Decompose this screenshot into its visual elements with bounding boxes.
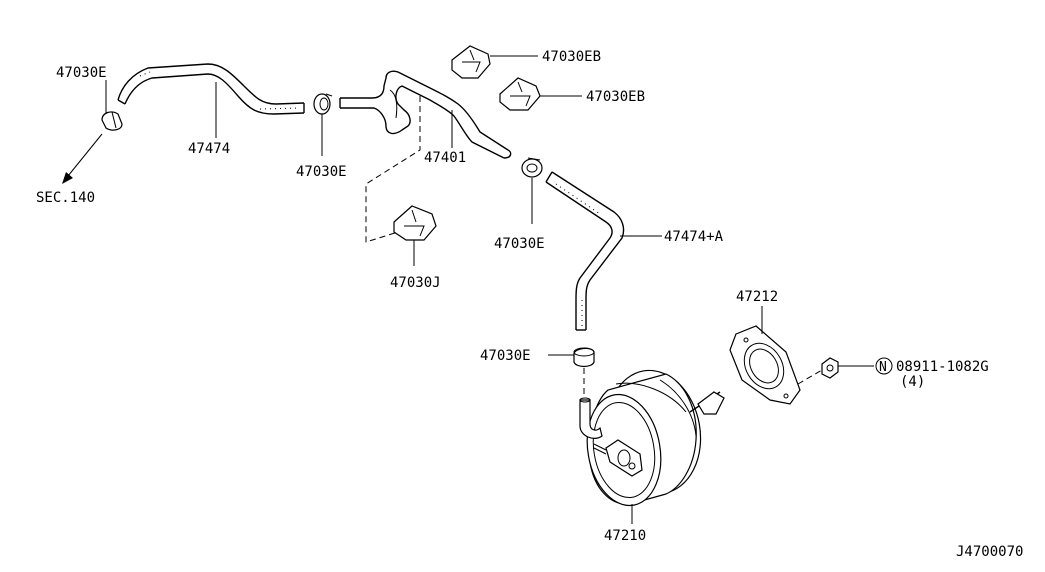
brake-booster [579,369,725,507]
label-hose-lower: 47474+A [664,229,724,245]
hose-47474 [117,63,305,115]
label-clip-eb-second: 47030EB [586,89,645,105]
label-gasket: 47212 [736,289,778,305]
clip-j [393,205,437,241]
label-clip-j: 47030J [390,275,441,291]
nut-symbol: N [879,360,887,375]
label-clamp-mid: 47030E [296,164,347,180]
clamp-mid [313,93,333,115]
label-clamp-right: 47030E [494,236,545,252]
sec-arrow [62,133,103,184]
label-clamp-left: 47030E [56,65,107,81]
label-hose-upper: 47474 [188,141,230,157]
hose-47474a [545,171,625,331]
dashed-tube-to-clip-j [365,96,421,243]
label-nut-qty: (4) [900,374,925,390]
clip-eb-second [499,77,541,111]
label-tube: 47401 [424,150,466,166]
clamp-right [521,157,543,178]
clip-eb-top [451,45,491,79]
label-nut-part: 08911-1082G [896,359,989,375]
label-clip-eb-top: 47030EB [542,49,601,65]
diagram-code: J4700070 [956,544,1023,560]
nut [821,357,839,379]
tube-47401 [339,70,512,159]
label-clamp-booster: 47030E [480,348,531,364]
label-booster: 47210 [604,528,646,544]
clamp-booster [573,347,595,368]
nut-symbol-circle [875,357,893,375]
dashed-gasket-to-nut [797,369,823,385]
gasket [729,325,801,405]
label-sec-ref: SEC.140 [36,190,95,206]
clamp-left [101,111,123,131]
